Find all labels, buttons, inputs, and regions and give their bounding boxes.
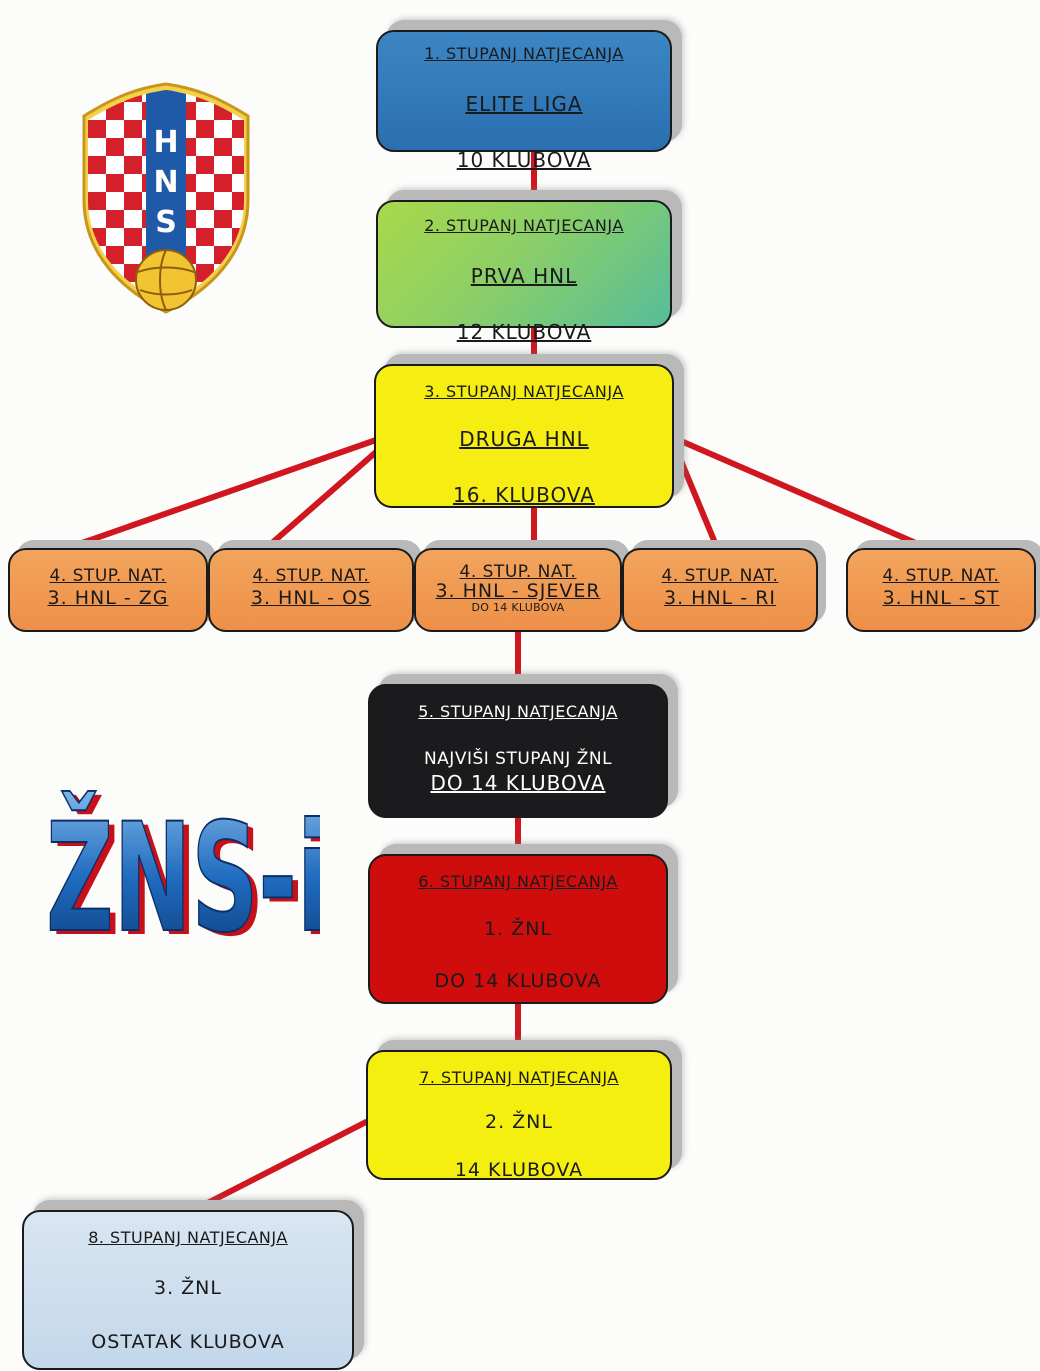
level-6-heading: 6. STUPANJ NATJECANJA	[418, 872, 618, 891]
level-2-league: PRVA HNL	[470, 264, 578, 288]
level-8-heading: 8. STUPANJ NATJECANJA	[88, 1228, 288, 1247]
level-7-heading: 7. STUPANJ NATJECANJA	[419, 1068, 619, 1087]
level-5-clubs: DO 14 KLUBOVA	[430, 771, 606, 795]
level-5-heading: 5. STUPANJ NATJECANJA	[418, 702, 618, 721]
level-4-sjever-heading: 4. STUP. NAT.	[459, 562, 577, 582]
level-4-sjever-box: 4. STUP. NAT. 3. HNL - SJEVER DO 14 KLUB…	[414, 548, 622, 632]
connector-3-4e	[671, 435, 935, 553]
level-4-os-league: 3. HNL - OS	[250, 587, 372, 609]
level-8-box: 8. STUPANJ NATJECANJA 3. ŽNL OSTATAK KLU…	[22, 1210, 354, 1370]
level-4-st-league: 3. HNL - ST	[882, 587, 1000, 609]
level-5-box: 5. STUPANJ NATJECANJA NAJVIŠI STUPANJ ŽN…	[368, 684, 668, 818]
level-4-os-heading: 4. STUP. NAT.	[252, 566, 370, 586]
level-1-box: 1. STUPANJ NATJECANJA ELITE LIGA 10 KLUB…	[376, 30, 672, 172]
level-4-ri-box: 4. STUP. NAT. 3. HNL - RI	[622, 548, 818, 632]
level-3-league: DRUGA HNL	[459, 427, 589, 451]
level-6-box: 6. STUPANJ NATJECANJA 1. ŽNL DO 14 KLUBO…	[368, 854, 668, 1004]
level-4-sjever-clubs: DO 14 KLUBOVA	[471, 601, 565, 614]
level-1-clubs: 10 KLUBOVA	[456, 148, 592, 172]
connector-3-4a	[59, 437, 379, 553]
level-4-os-box: 4. STUP. NAT. 3. HNL - OS	[208, 548, 414, 632]
level-8-clubs: OSTATAK KLUBOVA	[91, 1331, 285, 1353]
level-8-league: 3. ŽNL	[154, 1277, 222, 1299]
level-7-league: 2. ŽNL	[485, 1111, 553, 1133]
level-1-league: ELITE LIGA	[465, 92, 583, 116]
level-1-heading: 1. STUPANJ NATJECANJA	[424, 44, 624, 63]
level-4-sjever-league: 3. HNL - SJEVER	[435, 580, 601, 602]
level-6-clubs: DO 14 KLUBOVA	[434, 970, 602, 992]
level-4-zg-box: 4. STUP. NAT. 3. HNL - ZG	[8, 548, 208, 632]
svg-text:S: S	[155, 205, 177, 240]
connector-3-4d	[671, 441, 721, 553]
level-4-zg-league: 3. HNL - ZG	[47, 587, 169, 609]
svg-text:N: N	[153, 165, 178, 200]
level-5-league: NAJVIŠI STUPANJ ŽNL	[423, 749, 613, 769]
level-2-heading: 2. STUPANJ NATJECANJA	[424, 216, 624, 235]
level-4-st-box: 4. STUP. NAT. 3. HNL - ST	[846, 548, 1036, 632]
hns-crest-logo: H N S	[82, 82, 250, 314]
level-2-clubs: 12 KLUBOVA	[456, 320, 592, 344]
level-4-zg-heading: 4. STUP. NAT.	[49, 566, 167, 586]
level-3-heading: 3. STUPANJ NATJECANJA	[424, 382, 624, 401]
connector-7-8	[187, 1119, 369, 1215]
connector-3-4b	[261, 449, 379, 553]
level-4-st-heading: 4. STUP. NAT.	[882, 566, 1000, 586]
level-4-ri-league: 3. HNL - RI	[664, 587, 776, 609]
svg-text:H: H	[153, 125, 178, 160]
level-4-ri-heading: 4. STUP. NAT.	[661, 566, 779, 586]
level-3-clubs: 16. KLUBOVA	[453, 483, 595, 507]
svg-text:ŽNS-i: ŽNS-i	[52, 795, 320, 950]
level-7-clubs: 14 KLUBOVA	[454, 1159, 584, 1181]
zns-wordmark-logo: ŽNS-i ŽNS-i	[45, 790, 320, 950]
level-2-box: 2. STUPANJ NATJECANJA PRVA HNL 12 KLUBOV…	[376, 200, 672, 344]
level-6-league: 1. ŽNL	[484, 918, 552, 940]
svg-text:ŽNS-i: ŽNS-i	[46, 791, 320, 950]
level-3-box: 3. STUPANJ NATJECANJA DRUGA HNL 16. KLUB…	[374, 364, 674, 508]
level-7-box: 7. STUPANJ NATJECANJA 2. ŽNL 14 KLUBOVA	[366, 1050, 672, 1181]
